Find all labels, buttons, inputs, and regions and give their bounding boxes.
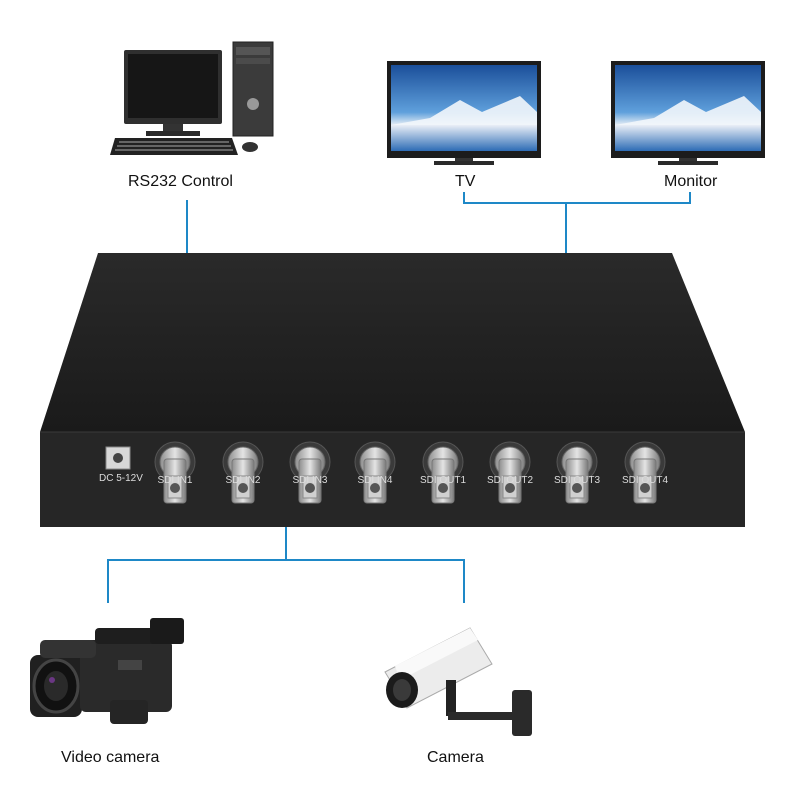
output-label-3: SDI OUT3: [554, 475, 601, 486]
sdi-distribution-device: [40, 253, 745, 527]
output-label-4: SDI OUT4: [622, 475, 669, 486]
output-label-2: SDI OUT2: [487, 475, 534, 486]
tv-icon: [387, 61, 541, 165]
video-camera-label: Video camera: [61, 749, 160, 766]
power-label: DC 5-12V: [99, 473, 143, 484]
rs232-control-label: RS232 Control: [128, 173, 233, 190]
monitor-label: Monitor: [664, 173, 718, 190]
computer-icon: [110, 41, 274, 155]
input-label-4: SDI IN4: [357, 475, 392, 486]
input-label-1: SDI IN1: [157, 475, 192, 486]
video-camera-icon: [30, 618, 184, 724]
output-label-1: SDI OUT1: [420, 475, 467, 486]
camera-label: Camera: [427, 749, 484, 766]
input-label-3: SDI IN3: [292, 475, 327, 486]
monitor-icon: [611, 61, 765, 165]
power-jack: [105, 446, 131, 470]
input-label-2: SDI IN2: [225, 475, 260, 486]
security-camera-icon: [384, 627, 532, 736]
tv-label: TV: [455, 173, 476, 190]
